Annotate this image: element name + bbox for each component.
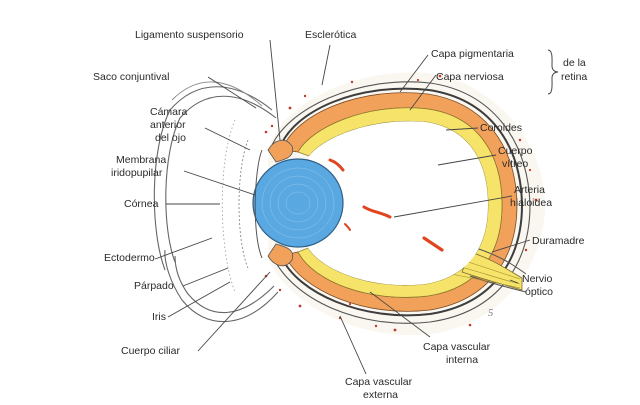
label-esclerotica: Esclerótica <box>305 29 357 41</box>
label-parpado: Párpado <box>134 280 174 292</box>
label-camara-3: del ojo <box>155 132 186 144</box>
figure-mark: 5 <box>488 308 493 319</box>
optic-nerve-sheath <box>469 247 527 293</box>
eyelid-lower <box>164 249 279 323</box>
label-cornea: Córnea <box>124 198 159 210</box>
label-iris: Iris <box>152 311 166 323</box>
eyelid-lower-inner <box>174 255 275 314</box>
lens <box>252 158 344 248</box>
vitreous-body <box>308 121 488 286</box>
label-camara-1: Cámara <box>150 106 188 118</box>
label-cuerpo-vitreo-1: Cuerpo <box>498 145 533 157</box>
label-cuerpo-ciliar: Cuerpo ciliar <box>121 345 180 357</box>
label-capa-pigmentaria: Capa pigmentaria <box>431 48 514 60</box>
ectoderm-dotted <box>221 119 236 293</box>
hyaloid-artery <box>362 205 392 219</box>
label-capa-vascular-interna-1: Capa vascular <box>423 341 491 353</box>
iris-upper <box>267 139 294 163</box>
leader-lines <box>154 39 531 375</box>
label-de-la: de la <box>563 57 586 69</box>
label-ectodermo: Ectodermo <box>104 252 155 264</box>
sclera-outline <box>269 81 531 324</box>
label-coroides: Coroides <box>480 122 522 134</box>
label-capa-vascular-interna-2: interna <box>446 354 478 366</box>
label-membrana-1: Membrana <box>116 154 166 166</box>
label-capa-vascular-externa-1: Capa vascular <box>345 376 413 388</box>
label-ligamento-suspensorio: Ligamento suspensorio <box>135 29 244 41</box>
label-membrana-2: iridopupilar <box>111 167 163 179</box>
label-saco-conjuntival: Saco conjuntival <box>93 71 169 83</box>
retina-brace <box>547 49 559 95</box>
label-capa-vascular-externa-2: externa <box>363 389 398 401</box>
label-capa-nerviosa: Capa nerviosa <box>436 71 504 83</box>
cornea-dotted <box>238 139 249 269</box>
lens-rings <box>261 167 335 239</box>
label-arteria-1: Arteria <box>514 184 545 196</box>
iris-lower <box>267 243 294 267</box>
eyelid-upper-inner <box>165 95 277 263</box>
eyelid-upper <box>153 86 273 271</box>
label-camara-2: anterior <box>150 119 186 131</box>
vessel-lower <box>422 236 444 252</box>
vessel-upper <box>328 158 345 172</box>
label-duramadre: Duramadre <box>532 235 585 247</box>
label-nervio-2: óptico <box>525 286 553 298</box>
label-retina: retina <box>561 71 587 83</box>
label-cuerpo-vitreo-2: vítreo <box>502 158 528 170</box>
label-arteria-2: hialoidea <box>510 197 552 209</box>
choroid-line <box>278 87 524 317</box>
conjunctival-sac <box>171 81 263 107</box>
vessel-small <box>344 223 351 231</box>
label-nervio-1: Nervio <box>522 273 553 285</box>
iridopupillary-membrane <box>254 149 263 259</box>
